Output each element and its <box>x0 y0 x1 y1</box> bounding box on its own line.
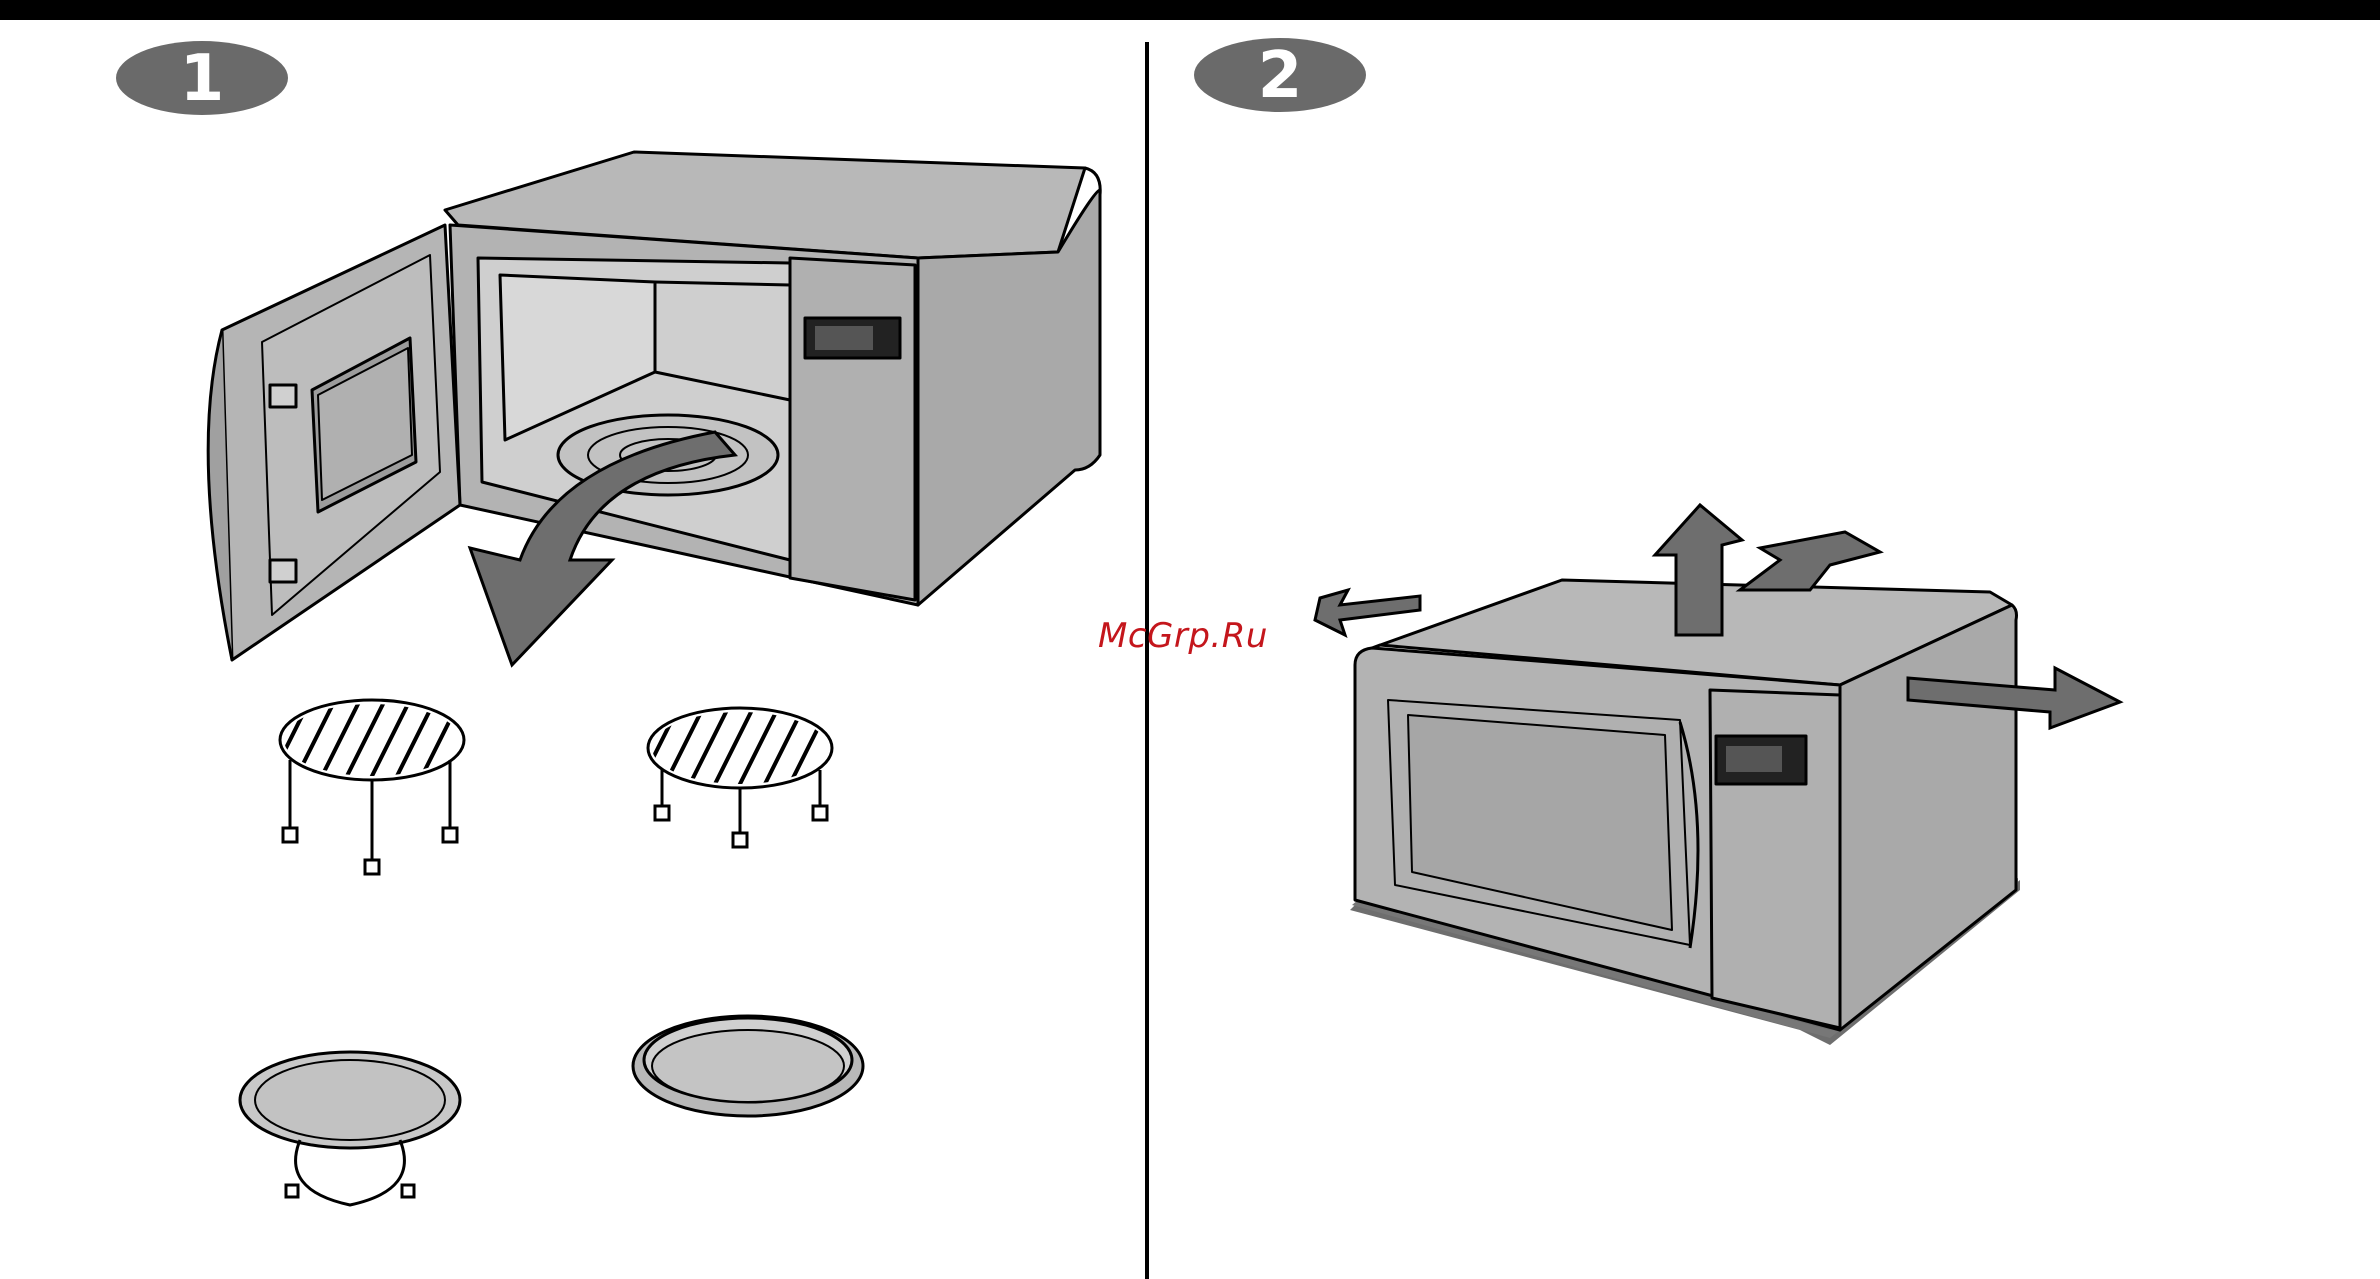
step-2-number: 2 <box>1258 39 1303 113</box>
open-microwave-icon <box>208 152 1100 660</box>
high-rack-icon <box>265 690 465 874</box>
closed-microwave-icon <box>1355 580 2017 1030</box>
step-2-badge: 2 <box>1194 38 1366 113</box>
clearance-back-arrow-icon <box>1740 532 1880 590</box>
step-1-number: 1 <box>180 42 225 116</box>
low-rack-icon <box>633 698 833 847</box>
step-1-badge: 1 <box>116 41 288 116</box>
clearance-left-arrow-icon <box>1315 590 1420 635</box>
turntable-with-support-icon <box>240 1052 460 1205</box>
crisp-plate-icon <box>633 1016 863 1116</box>
